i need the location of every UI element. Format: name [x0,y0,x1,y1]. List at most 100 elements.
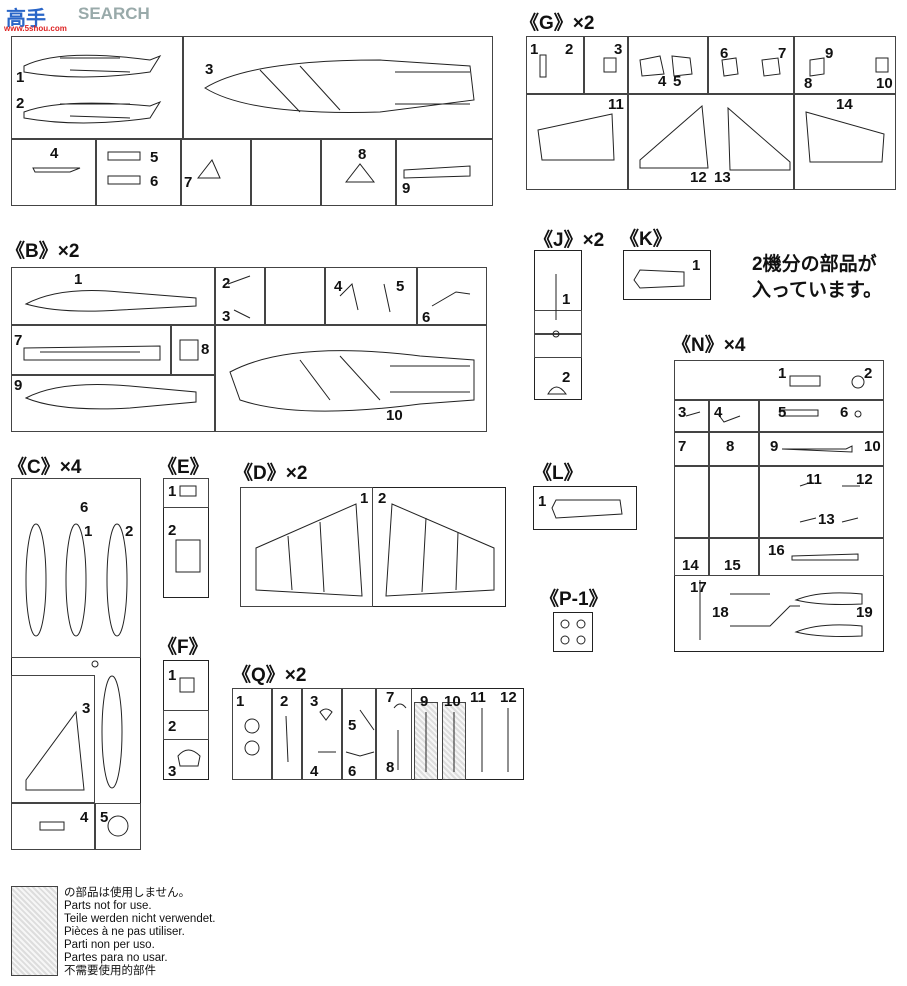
part-number: 12 [690,169,707,186]
part-number: 8 [804,75,813,92]
cell [417,267,487,325]
cell [526,94,628,190]
cell [96,139,181,206]
cell [183,36,493,139]
part-number: 5 [100,809,109,826]
part-number: 1 [692,257,701,274]
part-number: 2 [168,718,177,735]
part-number: 16 [768,542,785,559]
cell [272,688,302,780]
part-number: 9 [770,438,779,455]
sprue-k [623,250,711,300]
sprue-title-p1: 《P-1》 [540,589,608,610]
part-number: 1 [530,41,539,58]
part-number: 8 [726,438,735,455]
part-number: 2 [864,365,873,382]
cell [11,325,171,375]
part-number: 2 [16,95,25,112]
part-number: 7 [678,438,687,455]
sprue-p1 [553,612,593,652]
cell [321,139,396,206]
part-number: 5 [778,404,787,421]
cell [709,466,759,538]
part-number: 9 [402,180,411,197]
part-number: 1 [778,365,787,382]
cell [265,267,325,325]
cell [302,688,342,780]
cell [794,36,896,94]
part-number: 1 [84,523,93,540]
cell [232,688,272,780]
part-number: 2 [562,369,571,386]
cell [708,36,794,94]
cell [674,360,884,400]
part-number: 4 [334,278,343,295]
part-number: 5 [348,717,357,734]
sprue-title-b: 《B》×2 [6,241,80,262]
cell [534,310,582,334]
part-number: 9 [14,377,23,394]
part-number: 13 [818,511,835,528]
cell [163,478,209,508]
part-number: 4 [310,763,319,780]
cell [794,94,896,190]
sprue-title-d: 《D》×2 [234,463,308,484]
cell [628,36,708,94]
part-number: 11 [806,471,822,488]
part-number: 2 [222,275,231,292]
cell [325,267,417,325]
part-number: 4 [714,404,723,421]
sprue-title-k: 《K》 [620,229,672,250]
part-number: 19 [856,604,873,621]
part-number: 3 [205,61,214,78]
watermark-site: www.5shou.com [4,24,67,33]
cell [181,139,251,206]
legend-line: Pièces à ne pas utiliser. [64,926,185,938]
sprue-title-n: 《N》×4 [672,335,746,356]
part-number: 3 [168,763,177,780]
cell [759,466,884,538]
part-number: 10 [386,407,403,424]
sprue-title-f: 《F》 [158,637,208,658]
cell [11,36,183,139]
cell [11,803,95,850]
part-number: 1 [168,483,177,500]
cell [534,334,582,358]
cell [251,139,321,206]
part-number: 2 [168,522,177,539]
part-number: 11 [470,689,486,706]
cell [628,94,794,190]
cell [240,487,373,607]
cell [171,325,215,375]
legend-line: Teile werden nicht verwendet. [64,913,216,925]
legend-line: 不需要使用的部件 [64,965,156,977]
part-number: 15 [724,557,741,574]
part-number: 7 [14,332,23,349]
cell [215,267,265,325]
cell [95,803,141,850]
part-number: 11 [608,96,624,113]
cell [396,139,493,206]
part-number: 7 [778,45,787,62]
part-number: 5 [150,149,159,166]
part-number: 1 [16,69,25,86]
part-number: 5 [396,278,405,295]
part-number: 10 [864,438,881,455]
legend-line: の部品は使用しません。 [64,887,191,899]
cell [759,538,884,576]
part-number: 6 [348,763,357,780]
part-number: 2 [565,41,574,58]
legend-line: Partes para no usar. [64,952,168,964]
part-number: 3 [310,693,319,710]
part-number: 2 [280,693,289,710]
part-number: 10 [876,75,893,92]
part-number: 9 [420,693,429,710]
cell [674,538,709,576]
